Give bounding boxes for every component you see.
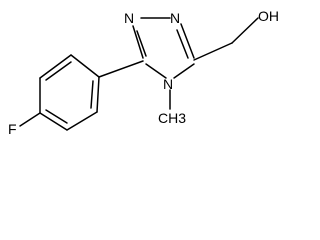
bond-ph-2-3-double — [45, 61, 72, 81]
atom-oh: OH — [258, 8, 279, 24]
atom-f: F — [8, 121, 17, 137]
bond-c5-n4 — [145, 63, 167, 79]
atom-n2: N — [124, 10, 134, 26]
atom-methyl: CH3 — [158, 110, 186, 126]
molecule-drawing: N N N OH F CH3 — [8, 8, 279, 137]
bond-ph-2-3 — [39, 54, 72, 79]
bond-ph-4-5-double — [45, 109, 68, 124]
bond-ph-6-1-double — [90, 80, 94, 109]
structure-diagram: N N N OH F CH3 — [8, 8, 279, 137]
bond-ph-6-1 — [96, 76, 100, 113]
bond-ch2-o — [231, 17, 259, 44]
bond-n2-c5-double — [136, 30, 147, 57]
bond-ph-f — [19, 112, 41, 127]
bond-n1-c3-double — [176, 29, 189, 59]
bond-c5-phenyl — [98, 60, 144, 78]
atom-n4: N — [163, 76, 173, 92]
bond-ph-4-5 — [39, 112, 68, 131]
bond-ph-5-6 — [66, 111, 98, 131]
bond-n1-c3 — [180, 23, 195, 59]
bond-n2-c5 — [132, 25, 144, 59]
atom-n1: N — [170, 10, 180, 26]
bond-c3-ch2 — [193, 42, 233, 61]
bond-ph-1-2 — [70, 54, 100, 78]
bond-c3-n4 — [173, 63, 195, 79]
